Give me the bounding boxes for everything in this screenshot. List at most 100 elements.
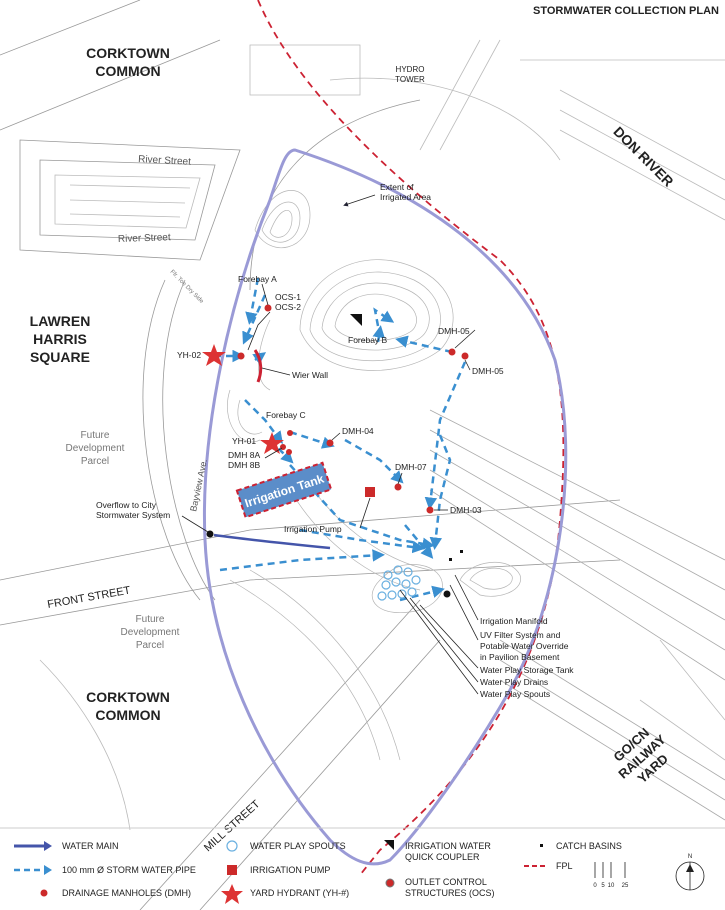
spouts-label: Water Play Spouts xyxy=(480,689,550,699)
manhole-dmh07 xyxy=(394,483,402,491)
svg-text:Parcel: Parcel xyxy=(81,456,109,467)
ocs2-label: OCS-2 xyxy=(275,302,301,312)
future-parcel-top: Future Development Parcel xyxy=(66,430,125,467)
forebay-b-label: Forebay B xyxy=(348,335,388,345)
svg-text:Development: Development xyxy=(121,627,180,638)
svg-text:10: 10 xyxy=(608,883,615,889)
dmh03-label: DMH-03 xyxy=(450,505,482,515)
forebay-a-label: Forebay A xyxy=(238,274,277,284)
hydrant-yh01 xyxy=(260,432,284,454)
svg-text:HYDRO: HYDRO xyxy=(396,65,425,74)
corktown-bottom-line2: COMMON xyxy=(95,707,160,723)
corktown-bottom-line1: CORKTOWN xyxy=(86,689,170,705)
drains-label: Water Play Drains xyxy=(480,677,548,687)
future-parcel-bottom: Future Development Parcel xyxy=(121,614,180,651)
svg-text:25: 25 xyxy=(622,883,629,889)
uv-label-3: in Pavilion Basement xyxy=(480,652,560,662)
map-title: STORMWATER COLLECTION PLAN xyxy=(533,5,719,17)
legend-coupler: IRRIGATION WATER QUICK COUPLER xyxy=(384,840,491,862)
river-street-1: River Street xyxy=(138,154,192,168)
dmh05b-label: DMH-05 xyxy=(472,366,504,376)
svg-text:QUICK COUPLER: QUICK COUPLER xyxy=(405,852,480,862)
lawren-line1: LAWREN xyxy=(30,313,91,329)
legend-water-main: WATER MAIN xyxy=(14,841,119,851)
water-main-line xyxy=(213,533,331,550)
irrigation-pump-marker xyxy=(365,487,375,497)
ocs1-label: OCS-1 xyxy=(275,292,301,302)
storage-tank-label: Water Play Storage Tank xyxy=(480,665,574,675)
contour-lines xyxy=(227,190,521,761)
irrigation-manifold-label: Irrigation Manifold xyxy=(480,616,548,626)
north-arrow: N xyxy=(675,854,705,891)
railway-label: GO/CN RAILWAY YARD xyxy=(610,725,671,786)
svg-text:DON RIVER: DON RIVER xyxy=(610,123,676,189)
svg-text:Development: Development xyxy=(66,443,125,454)
svg-text:IRRIGATION WATER: IRRIGATION WATER xyxy=(405,841,491,851)
svg-text:TOWER: TOWER xyxy=(395,75,425,84)
svg-text:5: 5 xyxy=(601,883,605,889)
svg-text:CATCH BASINS: CATCH BASINS xyxy=(556,841,622,851)
legend-hydrant: YARD HYDRANT (YH-#) xyxy=(221,884,349,904)
don-river-label: DON RIVER xyxy=(610,123,676,189)
manhole-dmh05a xyxy=(448,348,456,356)
legend-ocs: OUTLET CONTROL STRUCTURES (OCS) xyxy=(385,877,495,898)
extent-label-1: Extent of xyxy=(380,182,414,192)
wier-wall xyxy=(253,349,263,383)
svg-text:Future: Future xyxy=(81,430,110,441)
scale-labels: 0 5 10 25 xyxy=(593,883,629,889)
corktown-top-line2: COMMON xyxy=(95,63,160,79)
svg-text:Future: Future xyxy=(136,614,165,625)
svg-text:Parcel: Parcel xyxy=(136,640,164,651)
dmh04-label: DMH-04 xyxy=(342,426,374,436)
front-street: FRONT STREET xyxy=(46,584,131,610)
dmh05a-label: DMH-05 xyxy=(438,326,470,336)
legend-storm-pipe: 100 mm Ø STORM WATER PIPE xyxy=(14,865,196,875)
svg-text:DRAINAGE MANHOLES (DMH): DRAINAGE MANHOLES (DMH) xyxy=(62,888,191,898)
dry-side-label: Ffr. Toe Dry Side xyxy=(169,269,205,305)
forebay-c-label: Forebay C xyxy=(266,410,306,420)
leader-lines xyxy=(181,194,479,695)
svg-text:OUTLET CONTROL: OUTLET CONTROL xyxy=(405,877,487,887)
river-street-2: River Street xyxy=(118,232,171,245)
north-label: N xyxy=(688,854,692,860)
drainage-manholes xyxy=(237,304,469,514)
lawren-line3: SQUARE xyxy=(30,349,90,365)
manhole-forebay-c xyxy=(287,430,293,436)
svg-text:YARD HYDRANT (YH-#): YARD HYDRANT (YH-#) xyxy=(250,888,349,898)
overflow-label-2: Stormwater System xyxy=(96,510,170,520)
manhole-ocs xyxy=(264,304,272,312)
svg-text:WATER PLAY SPOUTS: WATER PLAY SPOUTS xyxy=(250,841,346,851)
feature-labels: Extent of Irrigated Area Forebay A OCS-1… xyxy=(96,182,574,699)
legend: WATER MAIN 100 mm Ø STORM WATER PIPE DRA… xyxy=(14,840,622,904)
svg-text:WATER MAIN: WATER MAIN xyxy=(62,841,119,851)
legend-spouts: WATER PLAY SPOUTS xyxy=(226,840,346,852)
catch-basins xyxy=(206,530,463,598)
legend-pump: IRRIGATION PUMP xyxy=(227,865,330,875)
irrigated-area-extent xyxy=(202,148,568,866)
irrigation-pump-label: Irrigation Pump xyxy=(284,524,342,534)
hydro-tower-label: HYDRO TOWER xyxy=(395,65,425,84)
yh02-label: YH-02 xyxy=(177,350,201,360)
manhole-dmh8b xyxy=(286,449,292,455)
manhole-ocs2 xyxy=(237,352,245,360)
dmh8b-label: DMH 8B xyxy=(228,460,260,470)
dmh8a-label: DMH 8A xyxy=(228,450,260,460)
svg-text:STRUCTURES (OCS): STRUCTURES (OCS) xyxy=(405,888,495,898)
place-names: CORKTOWN COMMON LAWREN HARRIS SQUARE COR… xyxy=(30,45,170,723)
svg-text:0: 0 xyxy=(593,883,597,889)
legend-fpl: FPL xyxy=(524,861,573,871)
svg-text:100 mm Ø STORM WATER PIPE: 100 mm Ø STORM WATER PIPE xyxy=(62,865,196,875)
fpl-line xyxy=(257,0,565,876)
uv-label-2: Potable Water Override xyxy=(480,641,569,651)
manhole-dmh04 xyxy=(326,439,334,447)
dmh07-label: DMH-07 xyxy=(395,462,427,472)
overflow-label-1: Overflow to City xyxy=(96,500,157,510)
svg-text:FPL: FPL xyxy=(556,861,573,871)
manhole-dmh03 xyxy=(426,506,434,514)
scale-bar xyxy=(594,862,626,878)
svg-text:IRRIGATION PUMP: IRRIGATION PUMP xyxy=(250,865,330,875)
wier-wall-label: Wier Wall xyxy=(292,370,328,380)
irrigation-tank: Irrigation Tank xyxy=(235,461,333,519)
corktown-top-line1: CORKTOWN xyxy=(86,45,170,61)
